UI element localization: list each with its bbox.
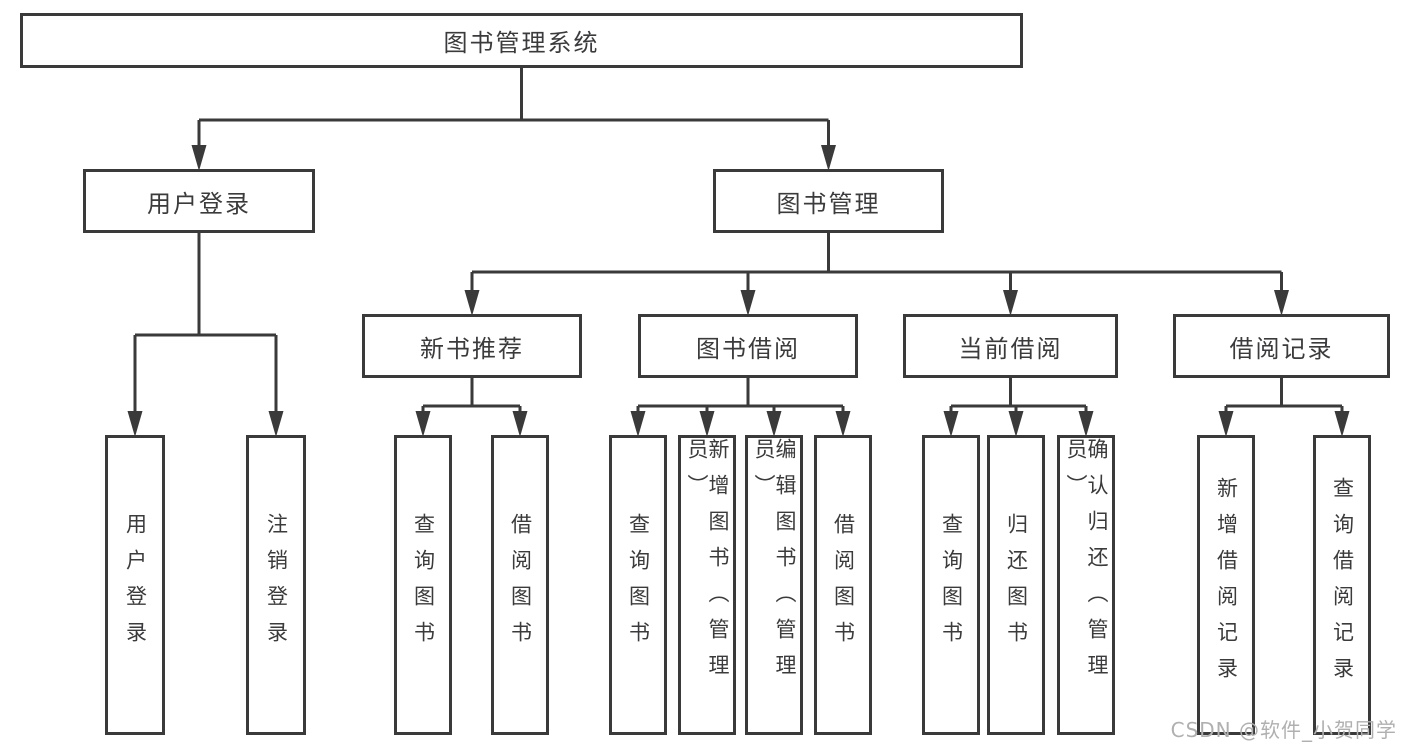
node-borrow-books: 借阅图书 [814,435,872,735]
arrowhead-icon [464,290,480,316]
arrowhead-icon [766,411,782,437]
node-borrowing-records: 借阅记录 [1173,314,1390,378]
arrowhead-icon [415,411,431,437]
arrowhead-icon [1218,411,1234,437]
arrowhead-icon [1003,290,1018,316]
node-return-books: 归还图书 [987,435,1045,735]
node-user-login: 用户登录 [83,169,315,233]
node-label: 图书管理 [776,189,881,218]
node-label: 新增图书（管理员） [685,438,730,690]
arrowhead-icon [1078,411,1094,437]
node-label: 借阅图书 [831,513,856,657]
watermark: CSDN @软件_小贺同学 [1170,718,1397,742]
node-label: 查询图书 [411,513,436,657]
node-logout: 注销登录 [246,435,306,735]
node-confirm-return-admin: 确认归还（管理员） [1057,435,1115,735]
arrowhead-icon [127,411,143,437]
arrowhead-icon [191,145,207,171]
node-label: 当前借阅 [958,334,1063,363]
arrowhead-icon [835,411,851,437]
arrowhead-icon [821,145,836,171]
node-label: 归还图书 [1004,513,1029,657]
node-book-management: 图书管理 [713,169,944,233]
node-label: 注销登录 [264,513,289,657]
node-label: 借阅图书 [508,513,533,657]
node-label: 借阅记录 [1229,334,1334,363]
node-label: 用户登录 [123,513,148,657]
node-query-books: 查询图书 [609,435,667,735]
node-current-borrowing: 当前借阅 [903,314,1118,378]
node-query-borrow-record: 查询借阅记录 [1313,435,1371,735]
node-label: 确认归还（管理员） [1064,438,1109,690]
arrowhead-icon [1008,411,1024,437]
node-label: 新书推荐 [420,334,524,363]
arrowhead-icon [740,290,756,316]
node-label: 用户登录 [147,189,251,218]
arrowhead-icon [1274,290,1289,316]
arrowhead-icon [1334,411,1350,437]
node-library-management-system: 图书管理系统 [20,13,1023,68]
node-edit-books-admin: 编辑图书（管理员） [745,435,803,735]
node-label: 查询借阅记录 [1330,477,1355,693]
node-label: 查询图书 [626,513,651,657]
node-label: 图书借阅 [696,334,800,363]
node-new-book-recommendation: 新书推荐 [362,314,582,378]
node-query-books: 查询图书 [394,435,452,735]
node-label: 新增借阅记录 [1214,477,1239,693]
node-borrow-books: 借阅图书 [491,435,549,735]
arrowhead-icon [630,411,646,437]
node-label: 查询图书 [939,513,964,657]
arrowhead-icon [268,411,284,437]
node-label: 编辑图书（管理员） [752,438,797,690]
node-add-books-admin: 新增图书（管理员） [678,435,736,735]
arrowhead-icon [943,411,959,437]
node-book-borrowing: 图书借阅 [638,314,858,378]
node-label: 图书管理系统 [443,29,600,57]
arrowhead-icon [512,411,528,437]
node-add-borrow-record: 新增借阅记录 [1197,435,1255,735]
node-query-books: 查询图书 [922,435,980,735]
arrowhead-icon [699,411,715,437]
node-user-login-leaf: 用户登录 [105,435,165,735]
